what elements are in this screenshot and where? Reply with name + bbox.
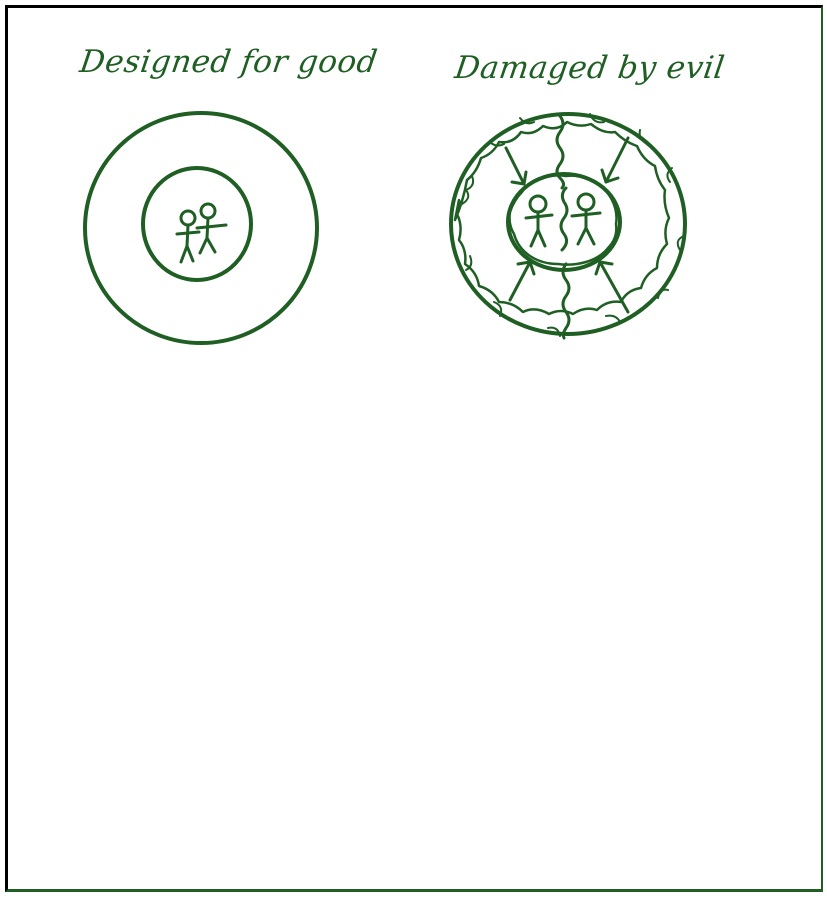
- arrows-inward: [506, 138, 628, 312]
- designed-for-good-illustration: [85, 113, 317, 343]
- crack-bottom: [563, 264, 569, 338]
- outer-circle-damaged: [451, 114, 685, 334]
- damaged-by-evil-illustration: [451, 114, 685, 338]
- inner-circle-good: [143, 168, 251, 280]
- crack-center: [561, 188, 567, 250]
- couple-figures-good: [177, 204, 226, 262]
